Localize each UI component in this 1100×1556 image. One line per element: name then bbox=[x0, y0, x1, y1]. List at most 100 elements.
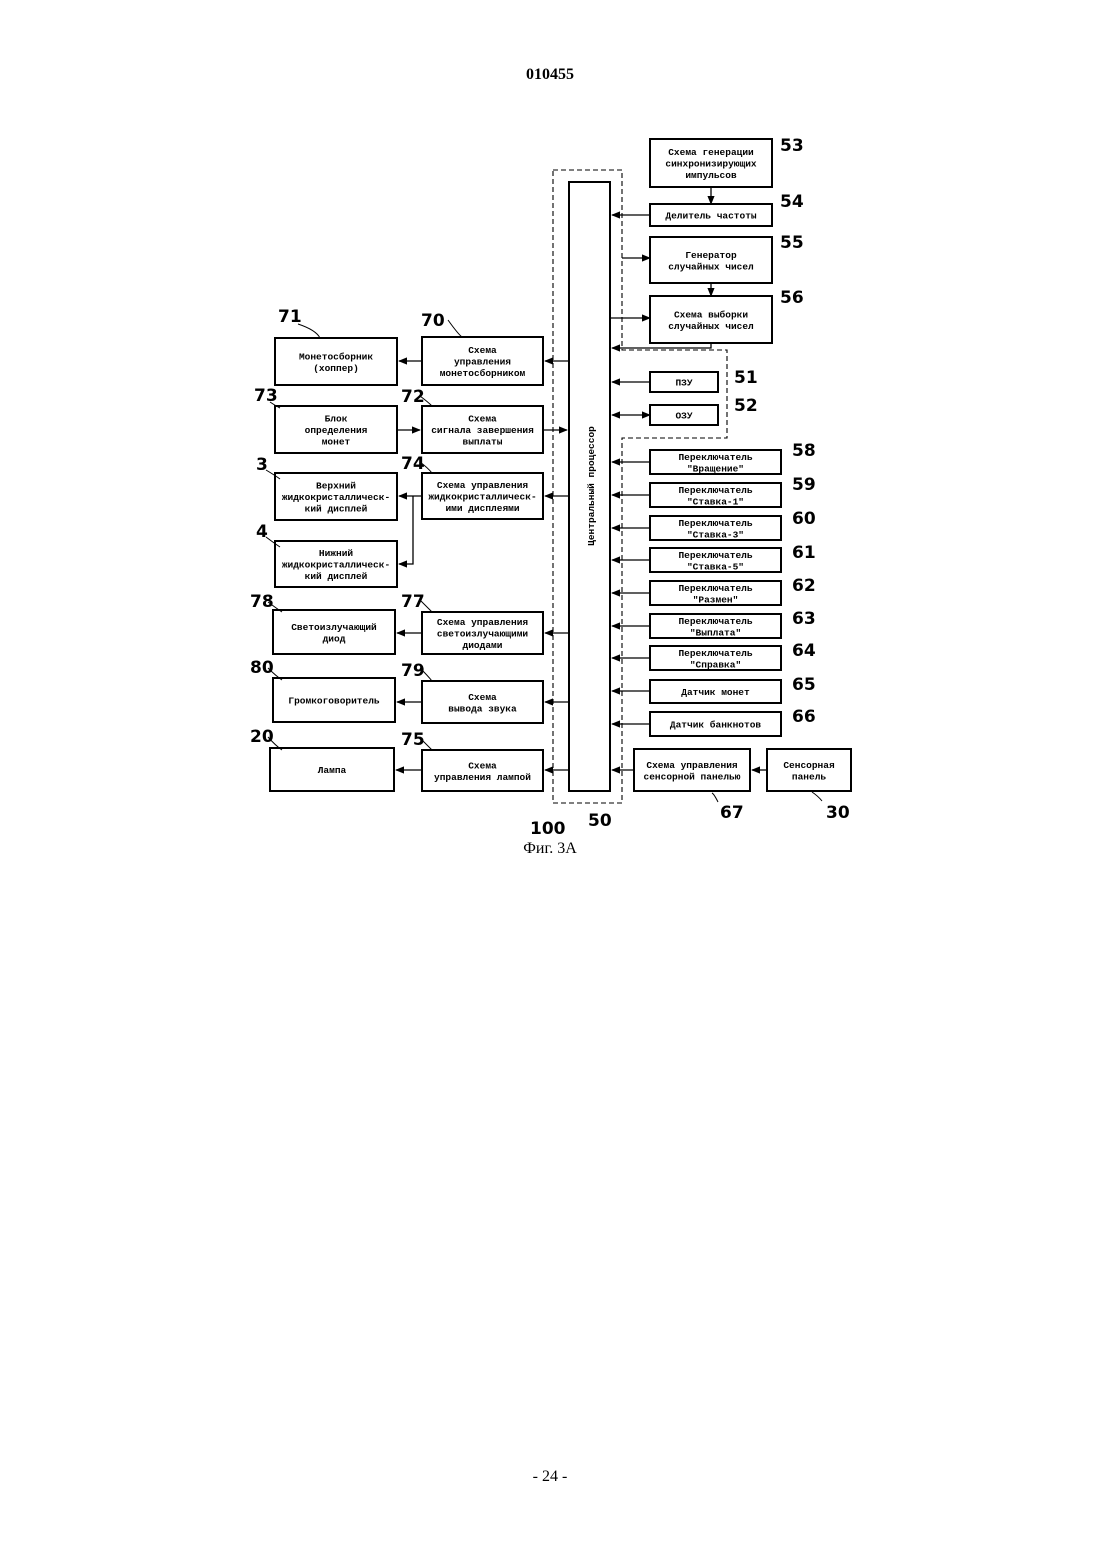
ref-number-58: 58 bbox=[792, 441, 816, 461]
block-75-text: Схема bbox=[468, 760, 497, 771]
block-63-text: Переключатель bbox=[678, 616, 752, 627]
ref-number-3: 3 bbox=[256, 455, 268, 475]
block-4-text: жидкокристаллическ- bbox=[282, 560, 390, 571]
block-72: Схемасигнала завершениявыплаты bbox=[422, 406, 543, 453]
block-58-text: "Вращение" bbox=[687, 463, 744, 474]
ref-number-55: 55 bbox=[780, 233, 804, 253]
block-66-text: Датчик банкнотов bbox=[670, 720, 762, 731]
leader-line bbox=[812, 792, 822, 801]
block-67-text: Схема управления bbox=[646, 760, 738, 771]
block-71: Монетосборник(хоппер) bbox=[275, 338, 397, 385]
block-61-text: "Ставка-5" bbox=[687, 561, 744, 572]
ref-number-62: 62 bbox=[792, 576, 816, 596]
block-79-text: Схема bbox=[468, 692, 497, 703]
block-61-text: Переключатель bbox=[678, 550, 752, 561]
block-53-text: импульсов bbox=[685, 170, 737, 181]
block-74-text: Схема управления bbox=[437, 480, 529, 491]
block-71-text: Монетосборник bbox=[299, 351, 373, 362]
block-64-text: Переключатель bbox=[678, 648, 752, 659]
block-70-text: Схема bbox=[468, 345, 497, 356]
block-70-text: монетосборником bbox=[440, 368, 526, 379]
block-30-text: Сенсорная bbox=[783, 760, 835, 771]
ref-number-70: 70 bbox=[421, 311, 445, 331]
block-55-text: Генератор bbox=[685, 250, 737, 261]
block-79-text: вывода звука bbox=[448, 703, 517, 714]
block-54-text: Делитель частоты bbox=[665, 211, 757, 222]
block-3-text: Верхний bbox=[316, 481, 356, 492]
block-20-text: Лампа bbox=[318, 765, 347, 776]
ref-number-75: 75 bbox=[401, 730, 425, 750]
ref-number-66: 66 bbox=[792, 707, 816, 727]
block-58: Переключатель"Вращение" bbox=[650, 450, 781, 474]
block-73-text: Блок bbox=[325, 414, 348, 425]
block-78-text: диод bbox=[323, 633, 346, 644]
ref-control-board: 100 bbox=[530, 819, 566, 839]
cpu-label: Центральный процессор bbox=[586, 426, 597, 546]
block-74: Схема управленияжидкокристаллическ-ими д… bbox=[422, 473, 543, 519]
block-72-text: выплаты bbox=[463, 437, 503, 448]
block-51-text: ПЗУ bbox=[675, 378, 692, 389]
block-72-text: сигнала завершения bbox=[431, 425, 534, 436]
block-59-text: "Ставка-1" bbox=[687, 496, 744, 507]
leader-line bbox=[448, 320, 462, 337]
block-66: Датчик банкнотов bbox=[650, 712, 781, 736]
figure-caption: Фиг. 3А bbox=[0, 840, 1100, 858]
block-71-text: (хоппер) bbox=[313, 363, 359, 374]
ref-number-53: 53 bbox=[780, 136, 804, 156]
block-67: Схема управлениясенсорной панелью bbox=[634, 749, 750, 791]
block-60: Переключатель"Ставка-3" bbox=[650, 516, 781, 540]
page-number: - 24 - bbox=[0, 1468, 1100, 1486]
block-56-text: Схема выборки bbox=[674, 309, 748, 320]
block-63: Переключатель"Выплата" bbox=[650, 614, 781, 638]
ref-number-74: 74 bbox=[401, 454, 425, 474]
block-74-text: жидкокристаллическ- bbox=[428, 492, 536, 503]
connector-line bbox=[399, 496, 413, 564]
ref-number-30: 30 bbox=[826, 803, 850, 823]
ref-number-4: 4 bbox=[256, 522, 268, 542]
block-4-text: Нижний bbox=[319, 548, 354, 559]
block-62-text: Переключатель bbox=[678, 583, 752, 594]
block-77-text: диодами bbox=[463, 640, 503, 651]
block-52-text: ОЗУ bbox=[675, 411, 692, 422]
ref-number-63: 63 bbox=[792, 609, 816, 629]
block-75-text: управления лампой bbox=[434, 772, 531, 783]
block-73-text: определения bbox=[305, 425, 368, 436]
ref-number-59: 59 bbox=[792, 475, 816, 495]
block-80-text: Громкоговоритель bbox=[288, 696, 380, 707]
block-52: ОЗУ bbox=[650, 405, 718, 425]
block-64: Переключатель"Справка" bbox=[650, 646, 781, 670]
block-70-text: управления bbox=[454, 357, 511, 368]
ref-cpu: 50 bbox=[588, 811, 612, 831]
block-75: Схемауправления лампой bbox=[422, 750, 543, 791]
block-diagram: Центральный процессор Схема генерациисин… bbox=[0, 0, 1100, 900]
block-3-text: кий дисплей bbox=[305, 504, 368, 515]
block-3: Верхнийжидкокристаллическ-кий дисплей bbox=[275, 473, 397, 520]
block-74-text: ими дисплеями bbox=[445, 503, 519, 514]
block-54: Делитель частоты bbox=[650, 204, 772, 226]
block-3-text: жидкокристаллическ- bbox=[282, 492, 390, 503]
block-53: Схема генерациисинхронизирующихимпульсов bbox=[650, 139, 772, 187]
block-30-text: панель bbox=[792, 771, 827, 782]
block-77-text: светоизлучающими bbox=[437, 629, 529, 640]
block-78: Светоизлучающийдиод bbox=[273, 610, 395, 654]
block-64-text: "Справка" bbox=[690, 659, 741, 670]
block-58-text: Переключатель bbox=[678, 452, 752, 463]
block-53-text: Схема генерации bbox=[668, 147, 754, 158]
block-80: Громкоговоритель bbox=[273, 678, 395, 722]
ref-number-54: 54 bbox=[780, 192, 804, 212]
ref-number-51: 51 bbox=[734, 368, 758, 388]
block-60-text: Переключатель bbox=[678, 518, 752, 529]
block-62-text: "Размен" bbox=[693, 594, 739, 605]
block-77: Схема управлениясветоизлучающимидиодами bbox=[422, 612, 543, 654]
ref-number-61: 61 bbox=[792, 543, 816, 563]
ref-number-73: 73 bbox=[254, 386, 278, 406]
block-78-text: Светоизлучающий bbox=[291, 622, 377, 633]
block-56: Схема выборкислучайных чисел bbox=[650, 296, 772, 343]
block-77-text: Схема управления bbox=[437, 617, 529, 628]
block-67-text: сенсорной панелью bbox=[644, 771, 741, 782]
ref-number-60: 60 bbox=[792, 509, 816, 529]
block-70: Схемауправлениямонетосборником bbox=[422, 337, 543, 385]
ref-number-56: 56 bbox=[780, 288, 804, 308]
block-63-text: "Выплата" bbox=[690, 627, 741, 638]
block-55-text: случайных чисел bbox=[668, 261, 754, 272]
